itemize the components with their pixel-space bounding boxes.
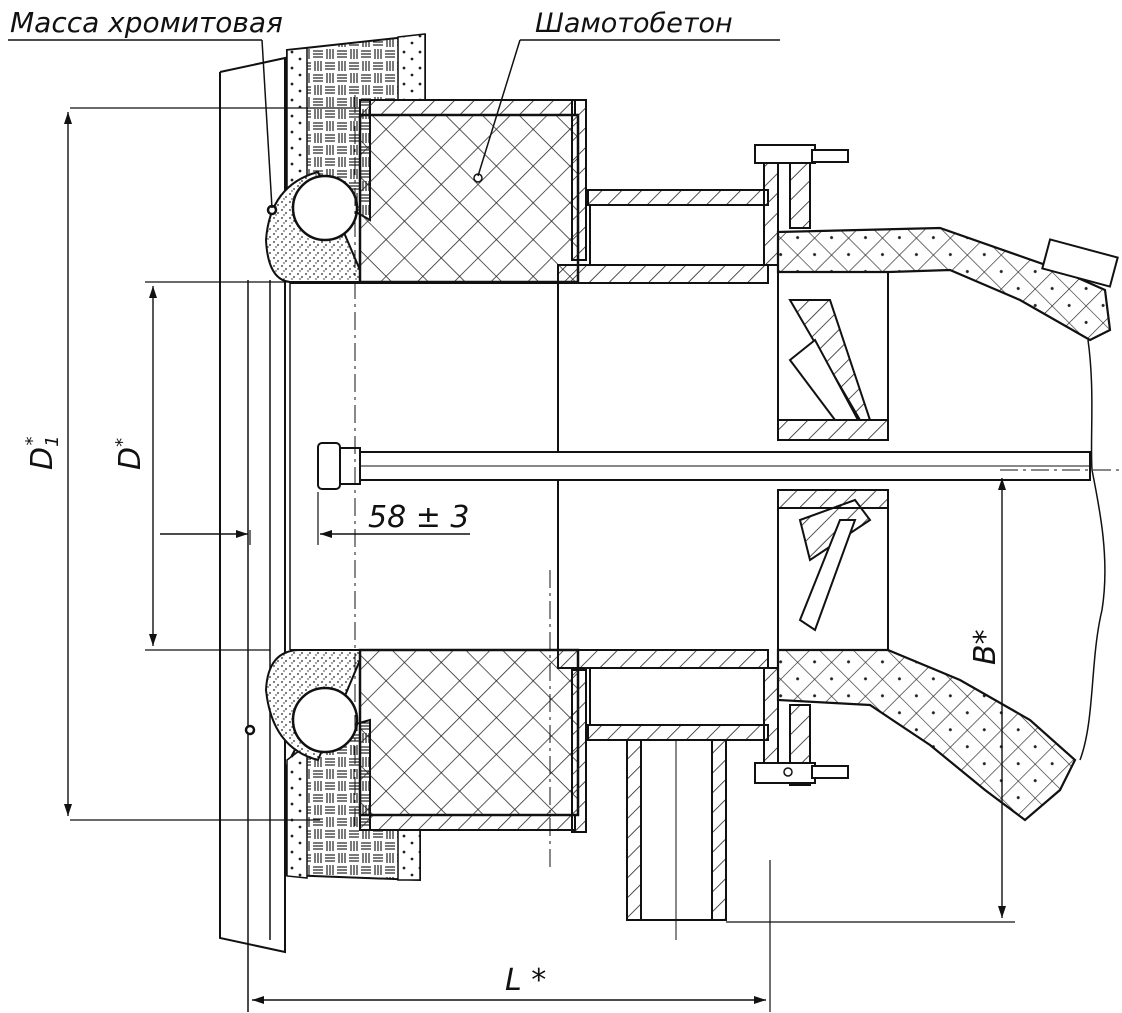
fireclay-concrete-block: [358, 113, 580, 817]
dimension-58: 58 ± 3: [160, 492, 470, 545]
leader-fireclay-concrete: Шамотобетон: [477, 8, 780, 177]
bottom-outlet-pipe: [626, 739, 727, 940]
dimension-d1: D1*: [22, 107, 360, 821]
dimension-l: L *: [252, 860, 771, 1012]
steel-shell: [359, 99, 769, 833]
b-label: B*: [968, 629, 1003, 665]
d-label: D*: [112, 438, 148, 470]
flange-bottom: [754, 667, 849, 786]
flange-top: [754, 144, 849, 266]
l-label: L *: [505, 963, 546, 998]
center-lines: [354, 95, 1120, 870]
d1-label: D1*: [22, 435, 63, 470]
ring-pipe: [244, 174, 359, 754]
gas-lance: [317, 442, 1091, 490]
dimension-d: D*: [112, 281, 290, 651]
dimension-b: B*: [726, 478, 1015, 923]
fireclay-concrete-label: Шамотобетон: [535, 8, 733, 39]
tolerance-label: 58 ± 3: [368, 500, 469, 535]
swirler-vanes: [777, 269, 889, 651]
chromite-mass-label: Масса хромитовая: [10, 6, 283, 39]
leader-chromite-mass: Масса хромитовая: [8, 6, 283, 209]
